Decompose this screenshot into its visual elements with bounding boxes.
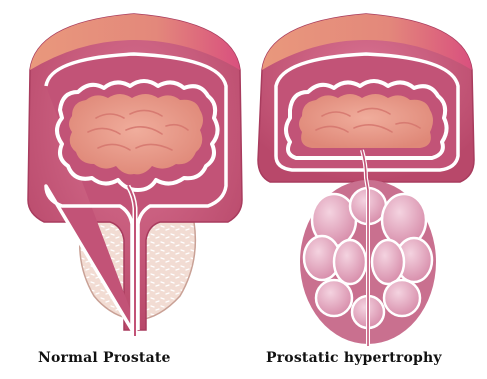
hypertrophy-prostate-diagram bbox=[258, 14, 474, 346]
normal-bladder-lumen bbox=[69, 94, 203, 174]
caption-prostatic-hypertrophy: Prostatic hypertrophy bbox=[266, 350, 442, 366]
prostate-lobe bbox=[316, 280, 352, 316]
caption-normal-prostate: Normal Prostate bbox=[38, 350, 171, 366]
prostate-lobe bbox=[372, 240, 404, 284]
prostate-lobe bbox=[334, 240, 366, 284]
prostate-lobe bbox=[384, 280, 420, 316]
normal-prostate-diagram bbox=[28, 14, 242, 336]
hypertrophy-bladder-lumen bbox=[299, 94, 433, 148]
